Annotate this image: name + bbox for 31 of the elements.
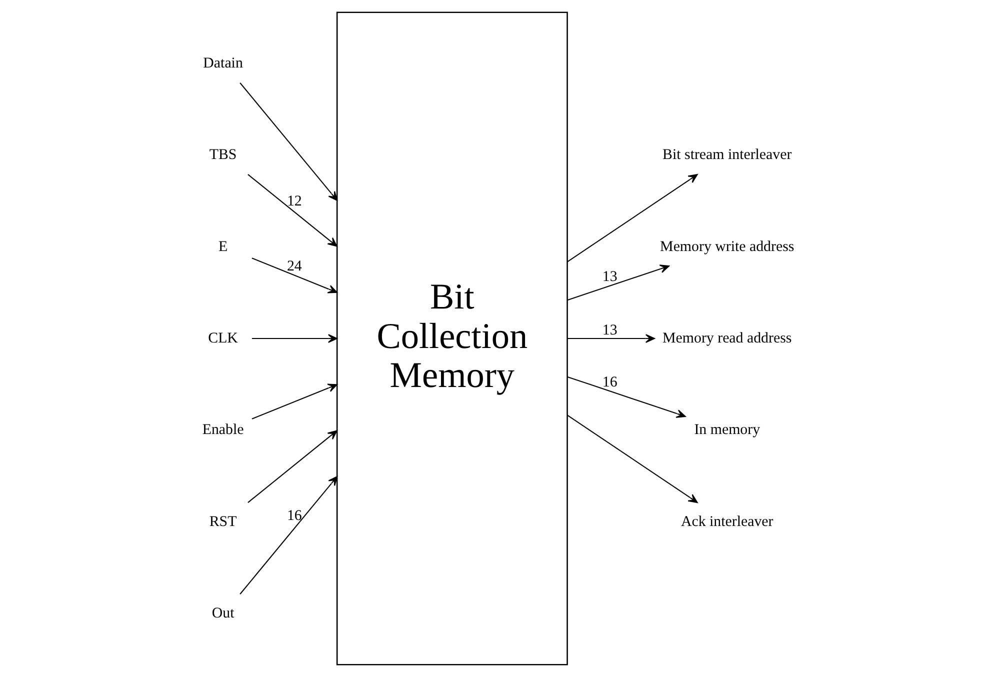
edge-label: 12	[286, 193, 302, 210]
arrow	[240, 82, 338, 201]
edge-label: 16	[602, 374, 618, 391]
edge-label: 16	[286, 508, 302, 524]
node-text: Ack interleaver	[680, 514, 774, 530]
node-text: Datain	[203, 55, 243, 72]
node-text: Bit stream interleaver	[662, 147, 792, 164]
node-text: In memory	[694, 422, 760, 438]
node-box: Bit Collection Memory	[336, 12, 568, 666]
node-text: Out	[212, 605, 234, 622]
node-text: E	[218, 238, 228, 255]
node-text: TBS	[209, 147, 237, 164]
arrow	[567, 334, 655, 343]
arrow	[567, 264, 670, 301]
node-text: Memory write address	[660, 238, 794, 255]
arrow	[567, 174, 698, 262]
edge-label: 13	[602, 269, 618, 286]
edge-label: 24	[286, 258, 302, 275]
arrow	[248, 430, 338, 503]
arrow	[248, 174, 338, 247]
arrow	[567, 414, 698, 503]
arrow	[240, 476, 338, 594]
node-text: Memory read address	[662, 330, 792, 346]
node-text: Enable	[202, 422, 244, 438]
node-text: CLK	[208, 330, 238, 346]
arrow	[252, 334, 338, 343]
node-text: RST	[209, 514, 237, 530]
arrow	[567, 376, 686, 418]
arrow	[252, 384, 338, 420]
arrow	[252, 258, 338, 294]
edge-label: 13	[602, 322, 618, 338]
